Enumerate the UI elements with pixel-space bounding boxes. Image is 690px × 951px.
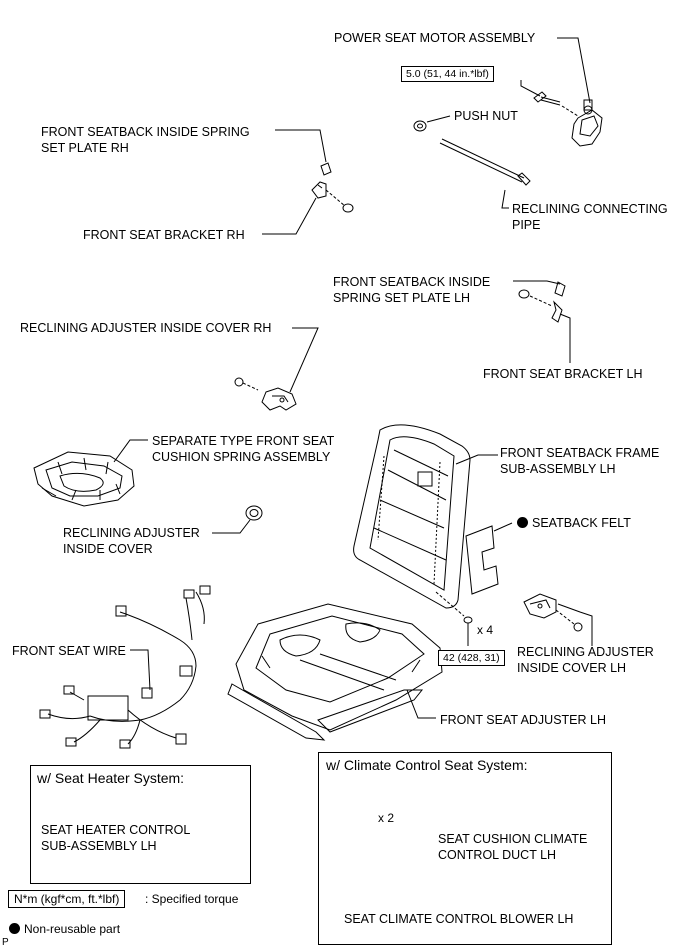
nut-lh-illustration [518,289,530,299]
power-seat-motor-illustration [571,99,603,147]
seat-heater-box-title: w/ Seat Heater System: [37,770,185,786]
label-cushion-spring-line1: SEPARATE TYPE FRONT SEAT [152,434,335,448]
inside-cover-rh-bolt [234,377,259,391]
motor-bolt-dashed [561,105,579,117]
label-climate-duct-line2: CONTROL DUCT LH [438,848,557,862]
climate-control-system-box [318,752,612,945]
label-climate-blower: SEAT CLIMATE CONTROL BLOWER LH [344,912,574,926]
leader-inside-cover-lh [557,603,593,646]
seat-wire-illustration [39,585,211,749]
leader-seatback-frame [455,454,498,465]
label-seat-adjuster: FRONT SEAT ADJUSTER LH [440,713,607,727]
seatback-felt-text: SEATBACK FELT [532,516,631,530]
label-push-nut: PUSH NUT [454,109,518,123]
set-plate-rh-illustration [320,162,332,176]
leader-bracket-lh [559,313,571,363]
set-plate-lh-illustration [554,281,566,297]
label-seat-wire: FRONT SEAT WIRE [12,644,126,658]
leader-motor [557,37,591,104]
label-bracket-lh: FRONT SEAT BRACKET LH [483,367,643,381]
label-set-plate-rh-line1: FRONT SEATBACK INSIDE SPRING [41,125,250,139]
seat-adjuster-illustration [227,603,443,741]
torque-adjuster-bolt: 42 (428, 31) [438,650,505,666]
label-seatback-frame-line1: FRONT SEATBACK FRAME [500,446,660,460]
seatback-felt-illustration [465,525,499,595]
bracket-lh-illustration [551,300,563,323]
leader-seat-adjuster [406,689,436,719]
torque-motor-bolt: 5.0 (51, 44 in.*lbf) [401,66,494,82]
corner-mark: P [2,937,9,948]
leader-seatback-felt [493,522,513,532]
label-set-plate-rh-line2: SET PLATE RH [41,141,129,155]
non-reusable-dot-icon [517,517,528,528]
label-heater-control-line2: SUB-ASSEMBLY LH [41,839,157,853]
leader-push-nut [426,115,451,123]
motor-bolt-illustration [533,91,561,106]
inside-cover-rh-illustration [261,387,297,411]
legend-torque-unit: N*m (kgf*cm, ft.*lbf) [8,890,126,908]
label-inside-cover-line2: INSIDE COVER [63,542,153,556]
label-bracket-rh: FRONT SEAT BRACKET RH [83,228,245,242]
leader-seat-wire [130,649,151,691]
label-seatback-frame-line2: SUB-ASSEMBLY LH [500,462,616,476]
label-reclining-pipe-line2: PIPE [512,218,541,232]
leader-inside-cover-rh [289,327,319,393]
label-reclining-pipe-line1: RECLINING CONNECTING [512,202,668,216]
qty-adjuster-bolts: x 4 [477,623,494,637]
label-climate-duct-line1: SEAT CUSHION CLIMATE [438,832,588,846]
non-reusable-legend-dot-icon [9,923,20,934]
bracket-rh-illustration [311,181,327,199]
inside-cover-lh-illustration [523,593,557,619]
climate-box-title: w/ Climate Control Seat System: [326,757,528,773]
leader-set-plate-lh [513,280,561,285]
legend-non-reusable: Non-reusable part [9,922,120,936]
label-heater-control-line1: SEAT HEATER CONTROL [41,823,191,837]
label-seatback-felt: SEATBACK FELT [517,515,631,531]
leader-inside-cover [212,519,251,534]
leader-cushion-spring [113,439,148,463]
legend-non-reusable-text: Non-reusable part [24,922,121,936]
reclining-connecting-pipe-illustration [439,138,531,186]
seat-heater-system-box [30,765,251,884]
leader-pipe [501,189,509,209]
label-inside-cover-rh: RECLINING ADJUSTER INSIDE COVER RH [20,321,272,335]
label-set-plate-lh-line2: SPRING SET PLATE LH [333,291,471,305]
seatback-frame-illustration [353,424,471,609]
adjuster-bolt-illustration [463,616,473,634]
qty-blower-screws: x 2 [378,811,395,825]
leader-motor-torque [520,80,541,97]
inside-cover-small-illustration [245,505,263,521]
label-set-plate-lh-line1: FRONT SEATBACK INSIDE [333,275,491,289]
leader-set-plate-rh [275,129,327,163]
label-cushion-spring-line2: CUSHION SPRING ASSEMBLY [152,450,331,464]
label-inside-cover-lh-line2: INSIDE COVER LH [517,661,627,675]
label-inside-cover-line1: RECLINING ADJUSTER [63,526,200,540]
leader-bracket-rh [262,197,317,235]
label-inside-cover-lh-line1: RECLINING ADJUSTER [517,645,654,659]
label-power-seat-motor: POWER SEAT MOTOR ASSEMBLY [334,31,536,45]
cushion-spring-illustration [33,451,135,507]
legend-torque-desc: : Specified torque [145,892,239,906]
push-nut-illustration [413,120,427,132]
